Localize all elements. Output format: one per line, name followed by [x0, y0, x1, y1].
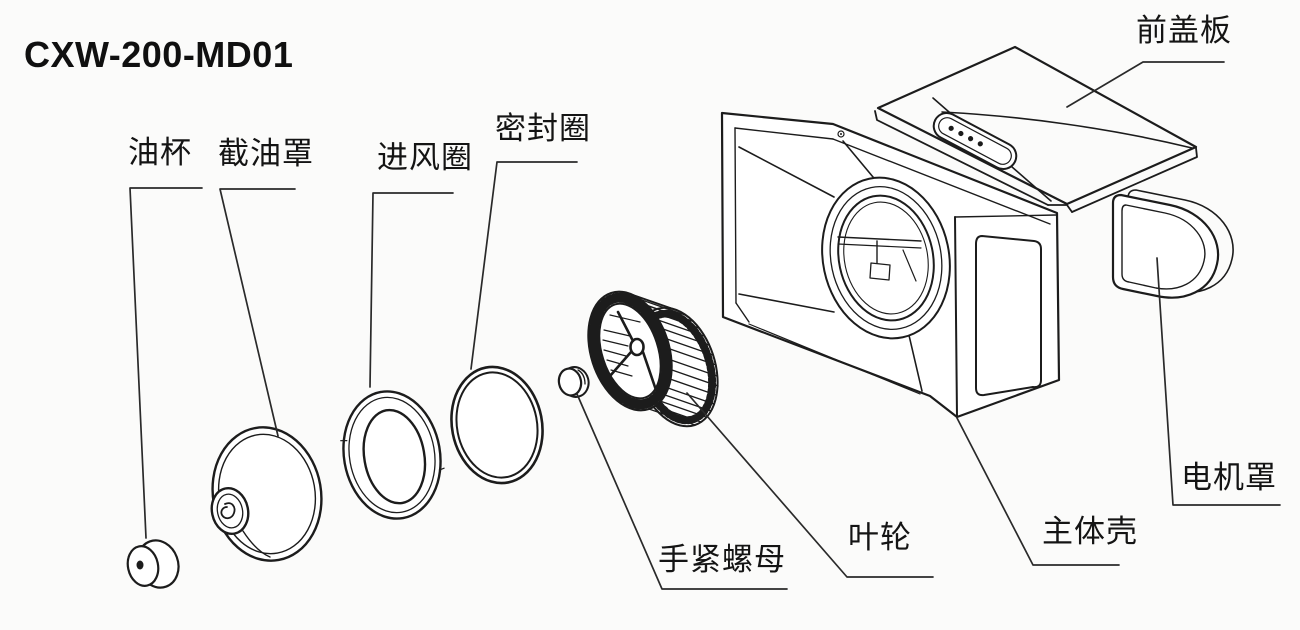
main-body-drawing — [720, 111, 1061, 419]
model-number-title: CXW-200-MD01 — [24, 34, 294, 75]
main-body-label: 主体壳 — [1042, 514, 1138, 549]
panel-button-dot — [967, 136, 974, 142]
motor-cover-leader-line — [1156, 257, 1281, 506]
impeller-leader-line — [686, 392, 934, 578]
motor-cover-drawing — [1111, 189, 1234, 299]
air-inlet-ring-drawing — [340, 390, 445, 520]
hand-nut-leader-line — [576, 393, 788, 590]
oil-cup-label: 油杯 — [128, 135, 192, 170]
panel-button-dot — [958, 130, 964, 137]
oil-cup-leader-line — [129, 187, 203, 539]
main-body-leader-line — [956, 417, 1120, 566]
panel-button-dot — [977, 141, 983, 147]
front-cover-label: 前盖板 — [1136, 13, 1232, 48]
motor-cover-label: 电机罩 — [1181, 460, 1277, 495]
front-cover-leader-line — [1066, 61, 1225, 108]
hand-nut-label: 手紧螺母 — [658, 542, 786, 577]
oil-cup-drawing — [126, 539, 180, 589]
air-inlet-ring-label: 进风圈 — [377, 140, 473, 175]
oil-baffle-leader-line — [219, 188, 296, 437]
oil-baffle-label: 截油罩 — [218, 136, 314, 171]
front-cover-drawing — [874, 45, 1198, 213]
panel-button-dot — [948, 125, 954, 131]
air-inlet-ring-leader-line — [369, 192, 454, 388]
impeller-label: 叶轮 — [848, 520, 912, 555]
leader-lines — [129, 61, 1281, 590]
seal-ring-label: 密封圈 — [495, 111, 591, 146]
impeller-drawing — [587, 290, 719, 428]
hand-nut-drawing — [557, 366, 590, 398]
oil-baffle-drawing — [210, 426, 323, 562]
seal-ring-drawing — [450, 365, 544, 485]
seal-ring-leader-line — [470, 161, 578, 370]
control-panel — [932, 111, 1018, 171]
